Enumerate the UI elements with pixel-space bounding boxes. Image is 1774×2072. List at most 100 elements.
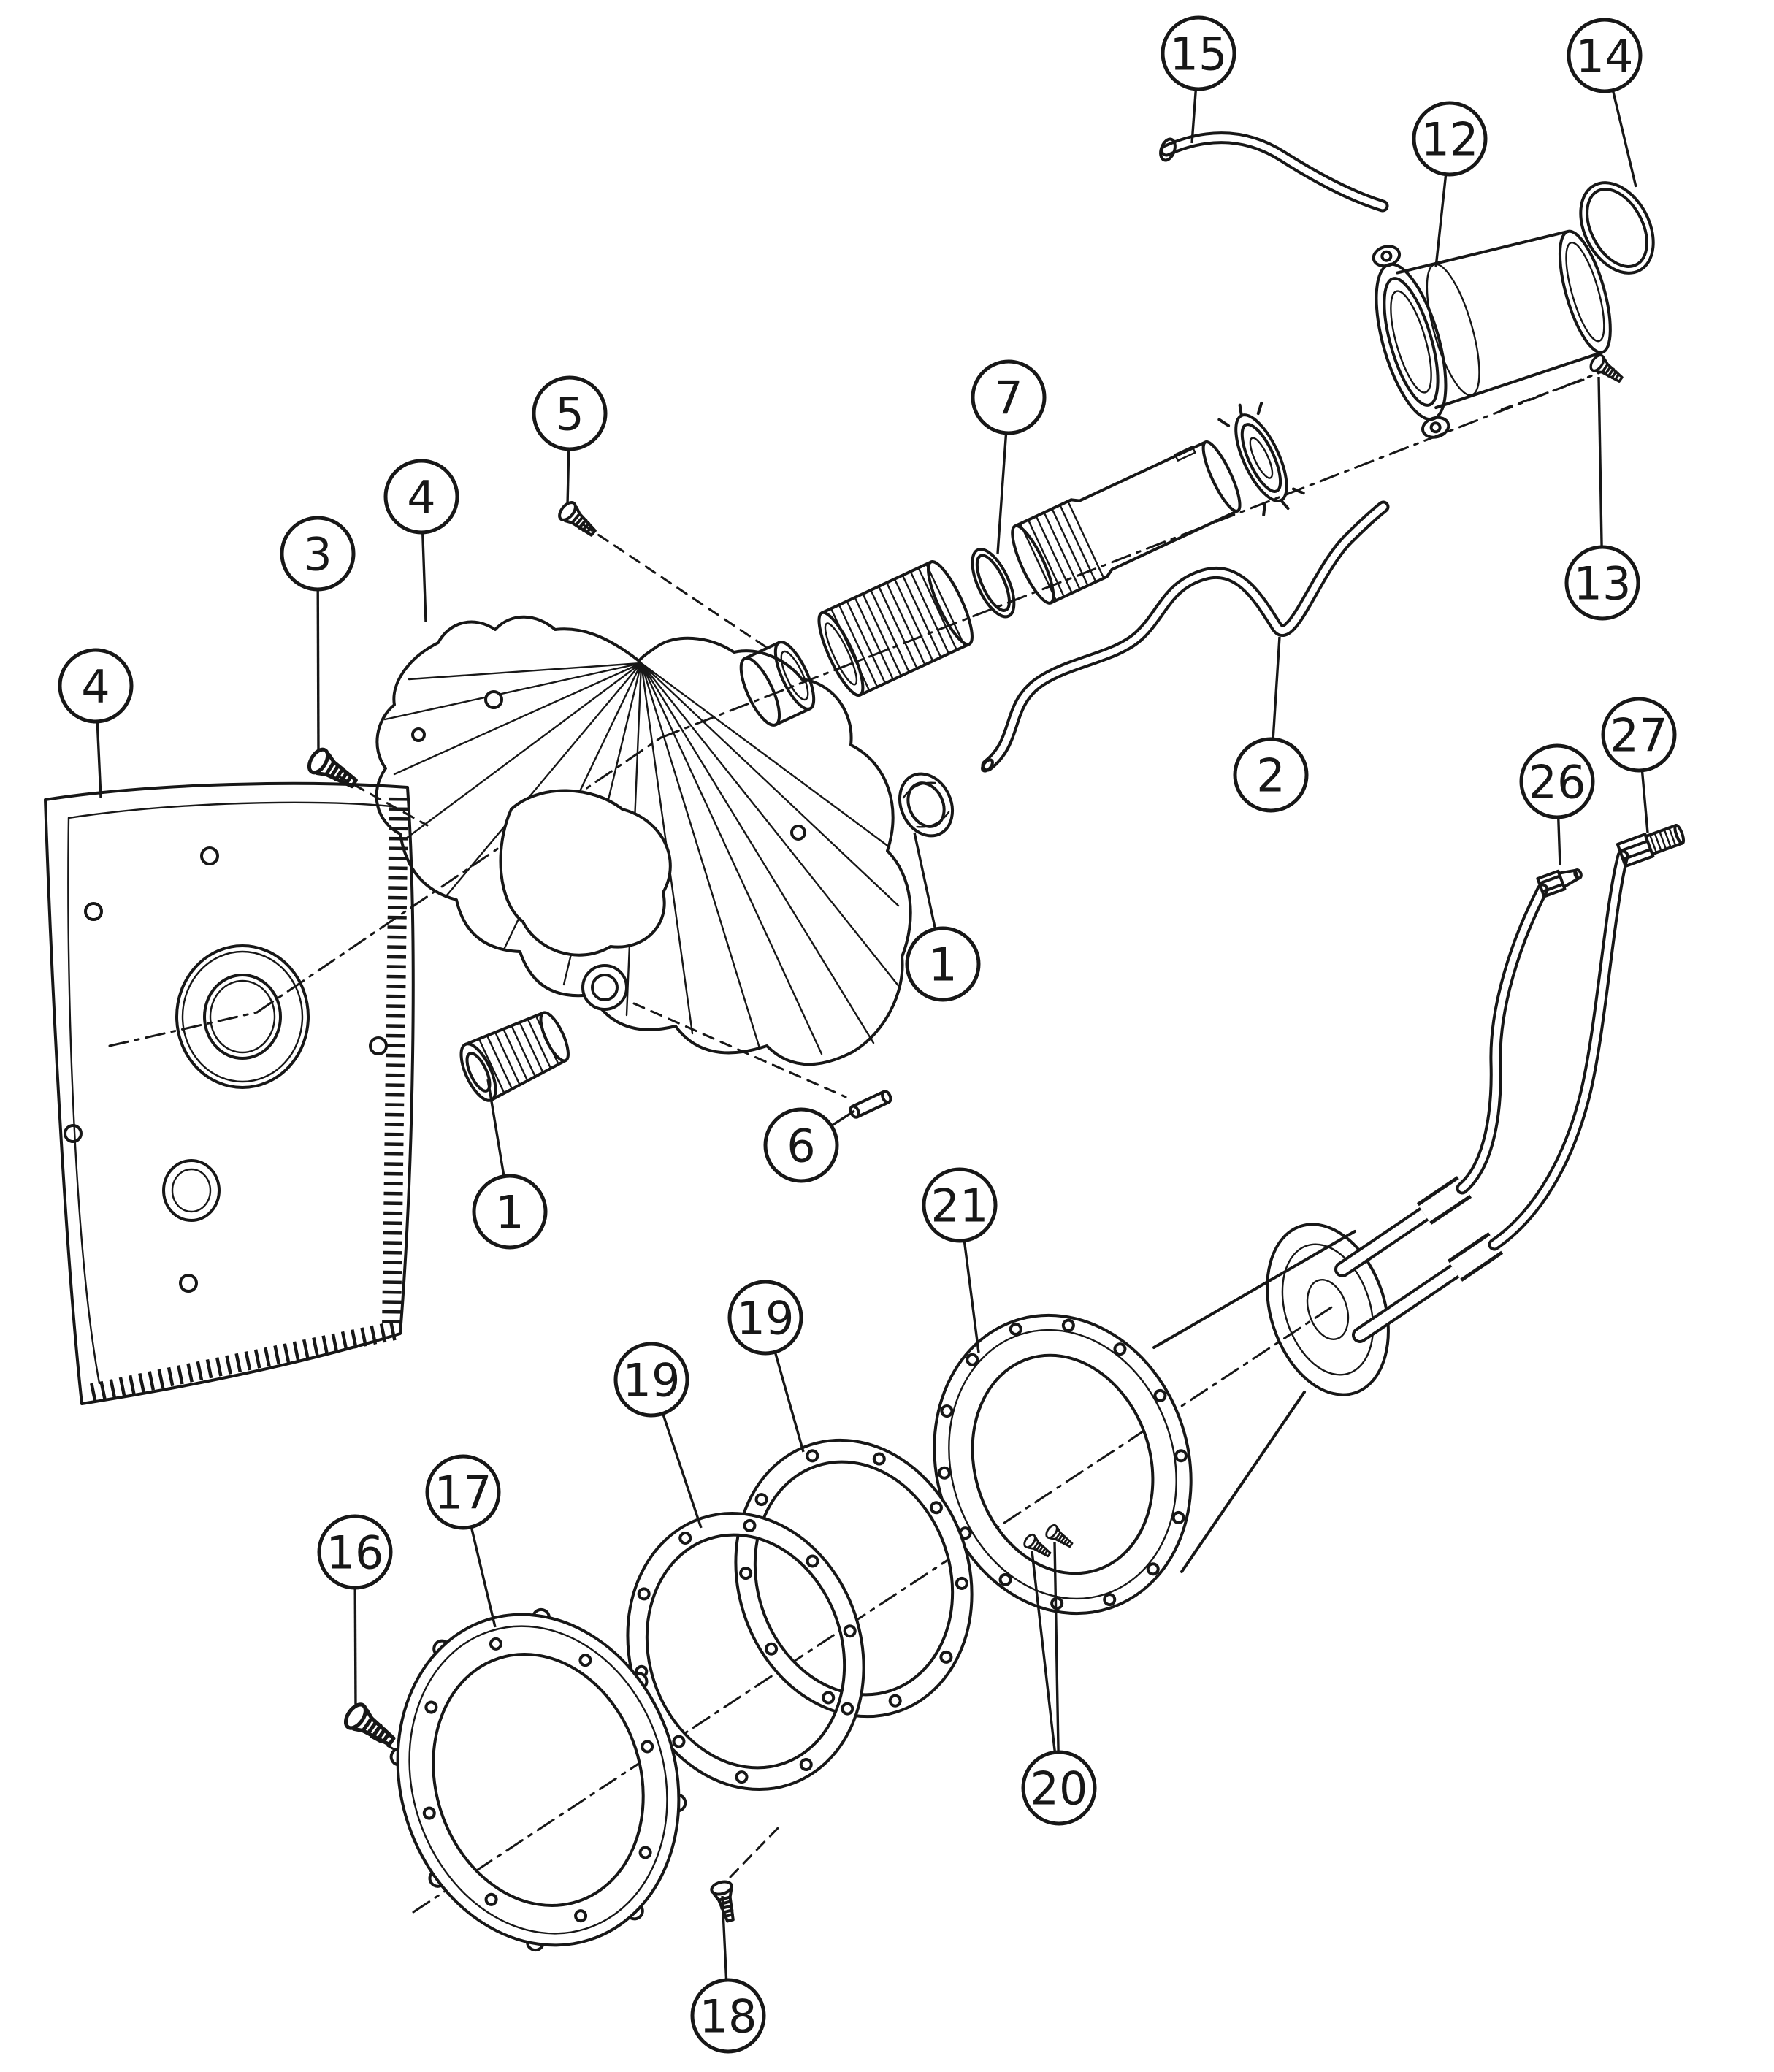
callout-circle <box>58 648 134 724</box>
o-ring-7 <box>971 548 1016 619</box>
leader-line <box>486 1079 505 1177</box>
callout-circle <box>532 375 608 451</box>
callout-label: 3 <box>303 527 332 581</box>
leader-line <box>353 1587 357 1708</box>
callout-4: 4 <box>58 648 134 798</box>
screw-3 <box>305 746 361 794</box>
screw-20b <box>1043 1522 1077 1552</box>
lamp-barrel-assembly <box>739 401 1305 727</box>
callout-circle <box>763 1107 839 1183</box>
callout-circle <box>1567 18 1643 93</box>
callout-14: 14 <box>1567 18 1643 188</box>
gasket-19a <box>734 1438 974 1719</box>
callout-19: 19 <box>727 1280 805 1453</box>
callout-19: 19 <box>613 1342 703 1529</box>
callout-label: 2 <box>1256 749 1285 802</box>
callout-2: 2 <box>1233 636 1309 813</box>
leader-line <box>773 1351 805 1453</box>
callout-label: 5 <box>555 387 584 440</box>
callout-circle <box>1021 1750 1097 1826</box>
callout-label: 13 <box>1574 557 1632 610</box>
leader-line <box>1611 90 1637 188</box>
gasket-19b <box>626 1511 865 1792</box>
callout-20: 20 <box>1021 1542 1097 1826</box>
o-ring-14 <box>1579 181 1655 275</box>
faceplate-gasket <box>44 781 415 1405</box>
callout-circle <box>1161 15 1236 91</box>
leader-line <box>1557 817 1561 866</box>
callout-6: 6 <box>763 1107 855 1183</box>
screw-18 <box>708 1878 742 1925</box>
sealing-nut-upper <box>898 772 954 838</box>
callout-label: 18 <box>700 1989 757 2043</box>
callout-circle <box>905 926 981 1002</box>
callout-circle <box>1564 545 1640 621</box>
callout-circle <box>1412 101 1488 177</box>
leader-line <box>721 1895 728 1981</box>
callout-16: 16 <box>317 1514 393 1708</box>
callout-label: 19 <box>737 1291 795 1345</box>
callout-1: 1 <box>472 1079 548 1250</box>
callout-circle <box>1233 737 1309 813</box>
callout-21: 21 <box>922 1167 998 1353</box>
scallop-faceplate <box>375 615 912 1066</box>
callout-15: 15 <box>1161 15 1236 144</box>
callout-7: 7 <box>971 359 1047 554</box>
conduit-tubes <box>1334 1176 1504 1343</box>
threaded-fitting-lower <box>459 1011 570 1102</box>
callout-label: 21 <box>931 1179 989 1232</box>
leader-line <box>1190 88 1198 144</box>
callout-label: 15 <box>1170 27 1228 80</box>
screw-16 <box>342 1701 399 1752</box>
leader-line <box>470 1526 497 1628</box>
center-lines <box>108 370 1605 1914</box>
leader-line <box>1031 1551 1057 1753</box>
callout-circle <box>317 1514 393 1590</box>
leader-line <box>661 1412 703 1529</box>
callout-label: 26 <box>1529 755 1586 808</box>
callout-27: 27 <box>1601 697 1677 833</box>
leader-line <box>1434 174 1448 268</box>
callout-13: 13 <box>1564 376 1640 621</box>
callout-circle <box>727 1280 803 1356</box>
callout-label: 7 <box>994 371 1022 424</box>
callout-label: 16 <box>326 1526 384 1579</box>
callout-circle <box>922 1167 998 1243</box>
supply-cords <box>1456 849 1629 1251</box>
niche-flange <box>933 1314 1193 1615</box>
callout-circle <box>690 1978 766 2054</box>
screw-5 <box>554 498 602 543</box>
callout-circle <box>280 516 356 592</box>
callout-label: 4 <box>81 660 110 713</box>
fitting-27 <box>1616 823 1686 868</box>
callout-label: 4 <box>407 470 435 524</box>
pin-6 <box>849 1090 892 1119</box>
callout-label: 6 <box>787 1119 815 1172</box>
niche-housing <box>933 849 1629 1615</box>
callout-label: 19 <box>623 1353 681 1407</box>
callout-12: 12 <box>1412 101 1488 268</box>
callout-circle <box>425 1454 501 1530</box>
callout-label: 17 <box>435 1466 492 1519</box>
callout-26: 26 <box>1519 743 1595 866</box>
leader-line <box>1640 770 1649 833</box>
leader-line <box>1597 376 1603 548</box>
callout-circle <box>971 359 1047 435</box>
callout-17: 17 <box>425 1454 501 1628</box>
callout-label: 1 <box>928 938 957 991</box>
leader-line <box>96 721 102 798</box>
screw-13 <box>1586 351 1627 388</box>
callout-circle <box>1519 743 1595 819</box>
leader-line <box>996 432 1008 554</box>
callout-circle <box>472 1174 548 1250</box>
callout-label: 27 <box>1610 708 1668 762</box>
flex-hose <box>1159 131 1389 213</box>
leader-line <box>1053 1542 1060 1753</box>
callout-4: 4 <box>383 459 459 623</box>
callout-label: 12 <box>1421 112 1479 166</box>
callout-circle <box>383 459 459 535</box>
fitting-26 <box>1536 868 1583 898</box>
callout-3: 3 <box>280 516 356 753</box>
